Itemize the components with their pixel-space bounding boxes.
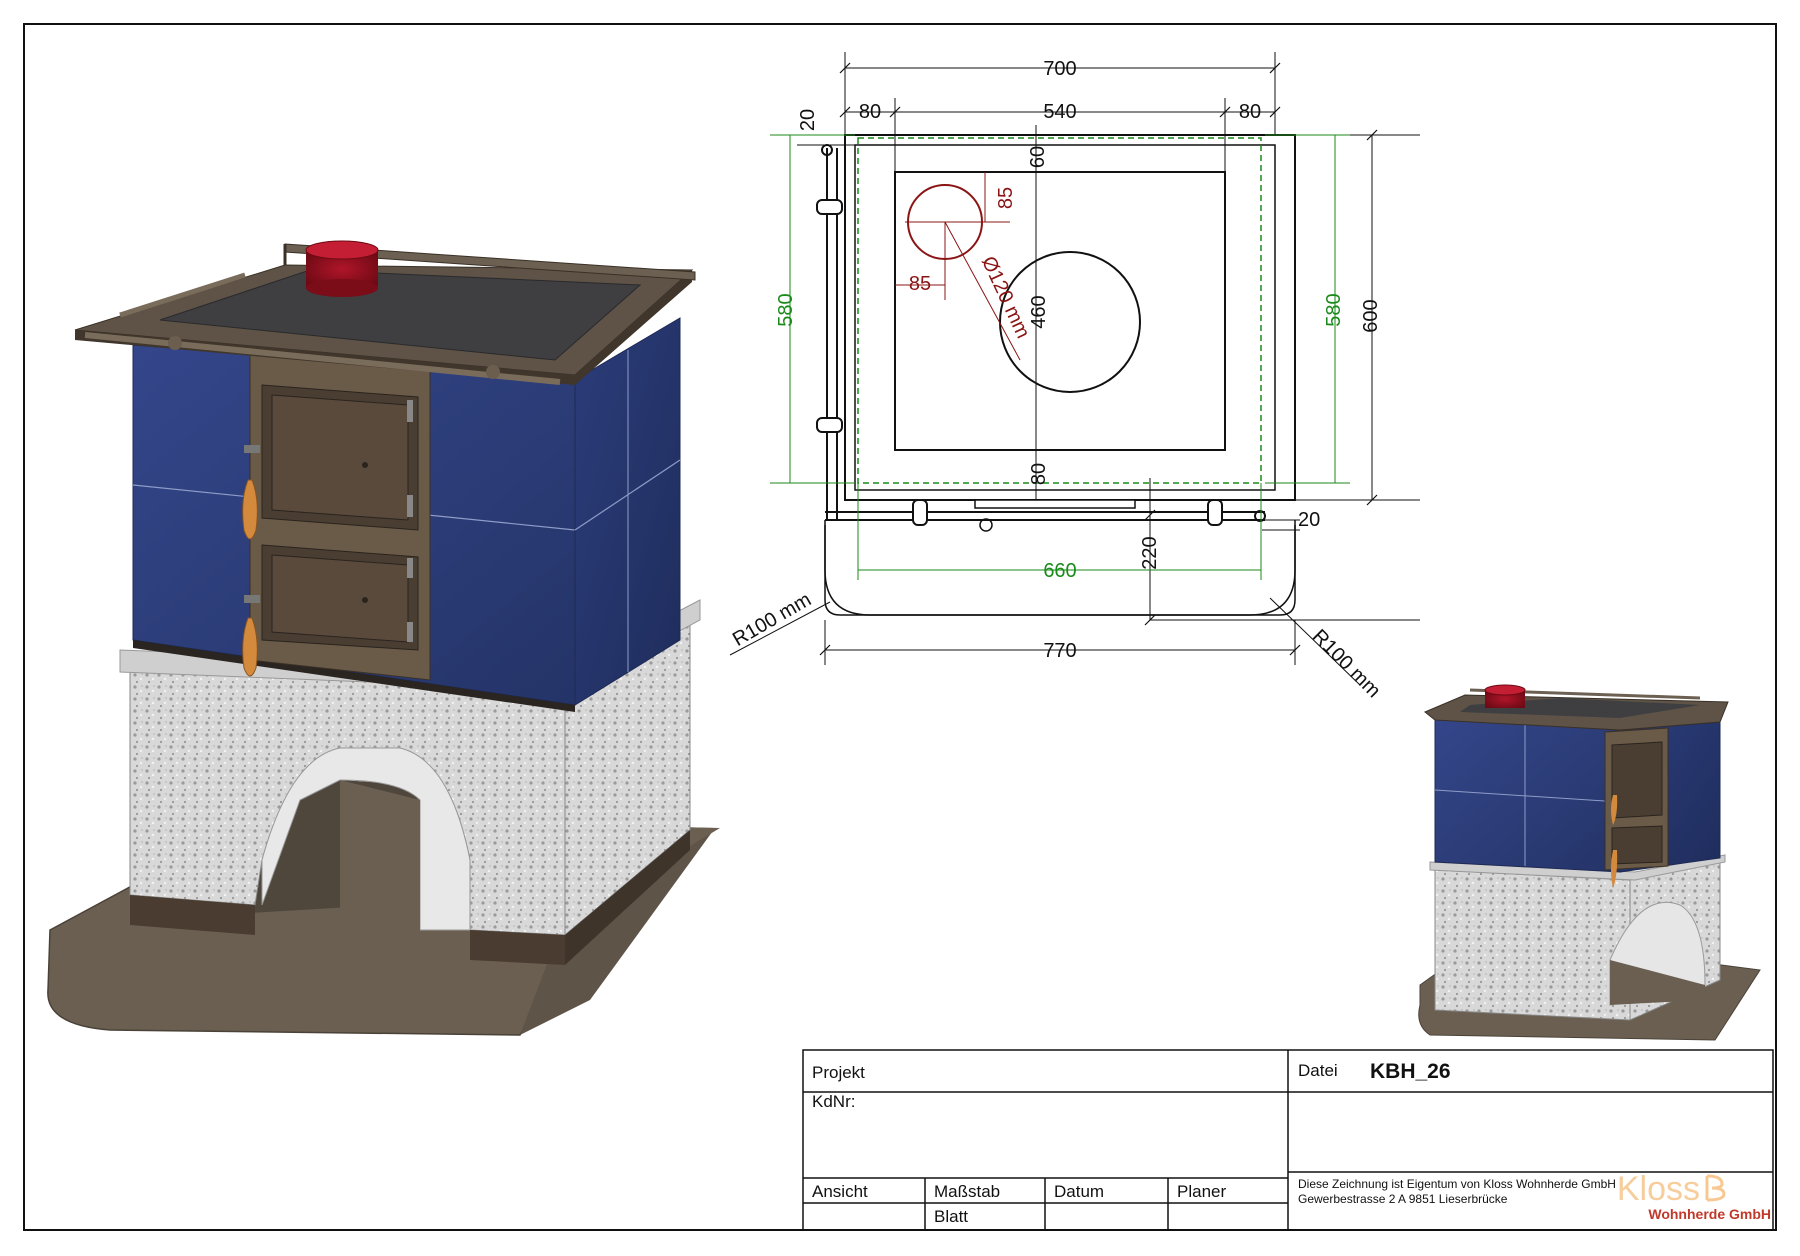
dim-80-left: 80 — [859, 101, 881, 123]
dim-radius-left: R100 mm — [729, 589, 815, 651]
dim-220: 220 — [1139, 536, 1161, 569]
hob-ring — [999, 251, 1141, 393]
dim-540: 540 — [1043, 101, 1076, 123]
dim-770: 770 — [1043, 640, 1076, 662]
datei-value: KBH_26 — [1370, 1060, 1451, 1083]
stove-render-small — [1418, 684, 1761, 1041]
logo-mark-icon — [1705, 1174, 1726, 1202]
dim-580-right: 580 — [1323, 293, 1345, 326]
datei-label: Datei — [1298, 1061, 1338, 1080]
blatt-label: Blatt — [934, 1207, 968, 1226]
dim-85-horizontal: 85 — [909, 273, 931, 295]
dim-660: 660 — [1043, 560, 1076, 582]
owner-line-2: Gewerbestrasse 2 A 9851 Lieserbrücke — [1298, 1192, 1508, 1206]
firebox-outline — [857, 137, 1262, 484]
dim-460: 460 — [1028, 295, 1050, 328]
dim-80-bottom: 80 — [1028, 463, 1050, 485]
datum-label: Datum — [1054, 1182, 1104, 1201]
stove-render-large — [47, 240, 720, 1036]
dim-radius-right: R100 mm — [1308, 625, 1385, 702]
dim-580-left: 580 — [775, 293, 797, 326]
dim-80-right: 80 — [1239, 101, 1261, 123]
dim-600: 600 — [1360, 299, 1382, 332]
dim-60: 60 — [1027, 146, 1049, 168]
massstab-label: Maßstab — [934, 1182, 1000, 1201]
dim-20-right: 20 — [1298, 509, 1320, 531]
planer-label: Planer — [1177, 1182, 1226, 1201]
dim-700: 700 — [1043, 58, 1076, 80]
owner-line-1: Diese Zeichnung ist Eigentum von Kloss W… — [1298, 1177, 1616, 1191]
projekt-label: Projekt — [812, 1063, 865, 1082]
cooking-plate-outline — [894, 171, 1226, 451]
flue-pipe — [305, 240, 379, 297]
outer-top-outline — [844, 134, 1296, 501]
door-handle-lower — [242, 595, 260, 677]
dim-85-vertical: 85 — [995, 187, 1017, 209]
ansicht-label: Ansicht — [812, 1182, 868, 1201]
logo-subtitle: Wohnherde GmbH — [1648, 1206, 1771, 1222]
floor-plate-right — [520, 825, 715, 1035]
kdnr-label: KdNr: — [812, 1092, 855, 1111]
plan-drawing: 700 80 540 80 20 60 85 85 Ø120 mm 460 58… — [729, 52, 1420, 702]
door-handle-upper — [242, 445, 260, 540]
kloss-logo: Kloss Wohnherde GmbH — [1617, 1170, 1771, 1222]
title-block — [802, 1049, 1774, 1231]
dim-20-top: 20 — [797, 109, 819, 131]
logo-name: Kloss — [1617, 1170, 1700, 1208]
cooking-plate — [159, 269, 642, 361]
